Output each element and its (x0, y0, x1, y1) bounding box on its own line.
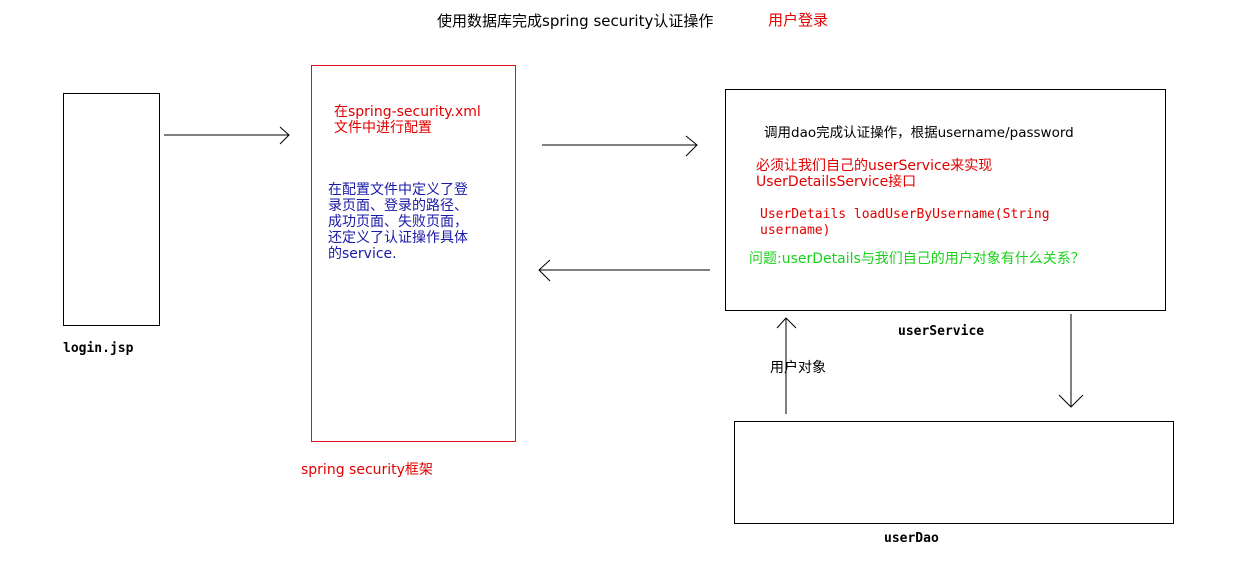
login-jsp-label: login.jsp (63, 341, 134, 356)
login-jsp-box (63, 93, 160, 326)
user-service-line3: UserDetails loadUserByUsername(String us… (760, 207, 1050, 238)
user-dao-box (734, 421, 1174, 524)
user-service-line2: 必须让我们自己的userService来实现UserDetailsService… (756, 158, 993, 190)
config-detail: 在配置文件中定义了登录页面、登录的路径、成功页面、失败页面，还定义了认证操作具体… (328, 182, 468, 262)
arrow-login-to-framework (164, 126, 290, 145)
arrow-userservice-to-framework (538, 259, 710, 282)
arrow-userdao-to-userservice (776, 317, 797, 414)
spring-security-label: spring security框架 (301, 462, 433, 478)
diagram-title: 使用数据库完成spring security认证操作 (437, 12, 714, 30)
diagram-subtitle: 用户登录 (768, 11, 829, 29)
user-service-question: 问题:userDetails与我们自己的用户对象有什么关系？ (749, 251, 1085, 267)
user-dao-label: userDao (884, 531, 939, 546)
user-object-label: 用户对象 (770, 360, 826, 376)
user-service-label: userService (898, 324, 985, 339)
user-service-line1: 调用dao完成认证操作，根据username/password (764, 125, 1074, 141)
spring-security-box (311, 65, 516, 442)
arrow-userservice-to-userdao (1058, 314, 1084, 408)
config-note: 在spring-security.xml文件中进行配置 (334, 104, 481, 136)
arrow-framework-to-userservice (542, 135, 698, 157)
user-service-box (725, 89, 1166, 311)
